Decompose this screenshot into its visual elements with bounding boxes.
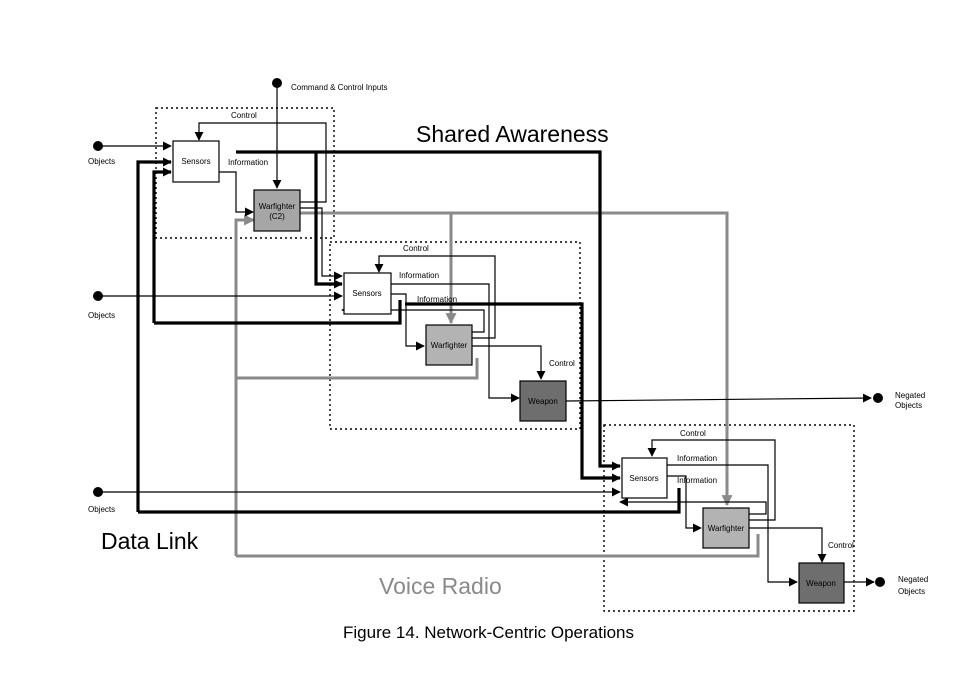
- negated-objects-dot-2: [875, 577, 885, 587]
- negated-objects-label-2b: Objects: [898, 587, 925, 596]
- information-label-2b: Information: [417, 295, 457, 304]
- control-label-5: Control: [828, 541, 854, 550]
- negated-objects-label-1b: Objects: [895, 401, 922, 410]
- weapon-node-2-label: Weapon: [528, 397, 558, 406]
- weapon-node-3-label: Weapon: [806, 579, 836, 588]
- objects-dot-1: [93, 141, 103, 151]
- command-inputs-label: Command & Control Inputs: [291, 83, 388, 92]
- warfighter-node-2-label: Warfighter: [431, 341, 468, 350]
- node-group-3-border: [603, 424, 855, 612]
- sensors-node-2-label: Sensors: [352, 289, 381, 298]
- warfighter-c2-label: Warfighter: [259, 202, 296, 211]
- weapon-node-3: Weapon: [798, 562, 845, 604]
- shared-awareness-label: Shared Awareness: [416, 121, 609, 147]
- warfighter-c2-sublabel: (C2): [269, 212, 285, 221]
- voice-radio-network: [234, 211, 760, 558]
- objects-dot-3: [93, 487, 103, 497]
- sensors-node-3-label: Sensors: [629, 474, 658, 483]
- negated-objects-label-2a: Negated: [898, 575, 928, 584]
- voice-radio-label: Voice Radio: [379, 573, 502, 599]
- information-label-3a: Information: [677, 454, 717, 463]
- information-label-1: Information: [228, 158, 268, 167]
- warfighter-node-2: Warfighter: [425, 324, 473, 366]
- sensors-node-1-label: Sensors: [181, 157, 210, 166]
- node-group-2-border: [329, 241, 581, 430]
- command-input-dot: [272, 78, 282, 88]
- negated-objects-dot-1: [873, 393, 883, 403]
- warfighter-node-3-label: Warfighter: [708, 524, 745, 533]
- sensors-node-2: Sensors: [343, 272, 392, 315]
- negated-objects-label-1a: Negated: [895, 391, 925, 400]
- sensors-node-3: Sensors: [621, 457, 668, 499]
- information-label-2a: Information: [399, 271, 439, 280]
- information-label-3b: Information: [677, 476, 717, 485]
- objects-label-1: Objects: [88, 157, 115, 166]
- warfighter-c2-node: Warfighter (C2): [253, 189, 301, 232]
- sensors-node-1: Sensors: [172, 140, 220, 183]
- control-label-4: Control: [680, 429, 706, 438]
- objects-label-3: Objects: [88, 505, 115, 514]
- objects-dot-2: [93, 291, 103, 301]
- control-label-1: Control: [231, 111, 257, 120]
- data-link-label: Data Link: [101, 528, 199, 554]
- data-link-network: [136, 150, 681, 514]
- control-label-2: Control: [403, 244, 429, 253]
- objects-label-2: Objects: [88, 311, 115, 320]
- control-label-3: Control: [549, 359, 575, 368]
- warfighter-node-3: Warfighter: [702, 507, 750, 549]
- thin-connections: [98, 83, 875, 587]
- figure-caption: Figure 14. Network-Centric Operations: [343, 623, 634, 642]
- weapon-node-2: Weapon: [519, 380, 567, 422]
